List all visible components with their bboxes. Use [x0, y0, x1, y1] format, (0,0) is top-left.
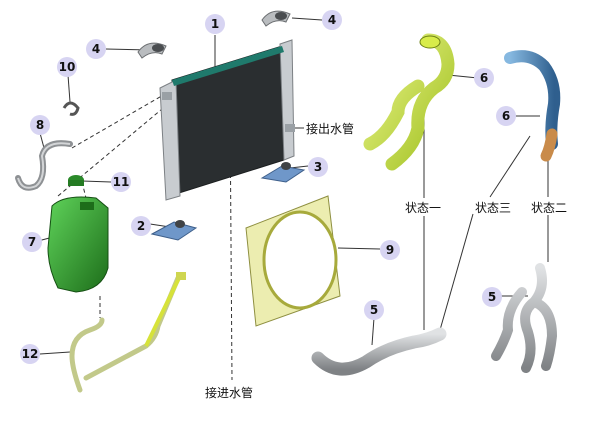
label-outlet-pipe: 接出水管	[306, 122, 355, 136]
leader-state3-bottom	[439, 213, 474, 331]
callout-9: 9	[380, 240, 400, 260]
callout-12: 12	[20, 344, 40, 364]
pipe-5-state1	[311, 327, 447, 376]
leader-10	[67, 74, 71, 103]
hose-12	[69, 272, 186, 393]
callout-11: 11	[111, 172, 131, 192]
callout-8: 8	[30, 115, 50, 135]
callout-2: 2	[131, 216, 151, 236]
radiator	[159, 39, 295, 201]
callout-4b: 4	[322, 10, 342, 30]
callout-7: 7	[22, 232, 42, 252]
callout-5b: 5	[482, 287, 502, 307]
expansion-tank-7	[47, 196, 109, 293]
callout-1: 1	[205, 14, 225, 34]
leader-6a	[447, 74, 479, 79]
bracket-3	[260, 162, 306, 183]
callout-4a: 4	[86, 39, 106, 59]
bracket-2	[150, 220, 198, 241]
leader-5a	[371, 317, 375, 346]
leader-12	[39, 351, 71, 355]
label-inlet-pipe: 接进水管	[205, 386, 254, 400]
callout-10: 10	[57, 57, 77, 77]
hose-6-blue	[504, 50, 561, 162]
callout-5a: 5	[364, 300, 384, 320]
hose-8	[15, 140, 73, 191]
callout-3: 3	[308, 157, 328, 177]
label-state-two: 状态二	[531, 201, 568, 215]
dash-hose8-radiator	[71, 93, 166, 149]
leader-lines	[37, 17, 549, 355]
cap-11	[68, 175, 84, 186]
leader-state3-top	[489, 135, 531, 198]
leader-11	[81, 180, 112, 183]
clip-10	[62, 101, 80, 116]
label-state-three: 状态三	[475, 201, 512, 215]
leader-9	[337, 247, 381, 250]
fan-shroud-9	[245, 195, 341, 327]
callout-6b: 6	[496, 106, 516, 126]
callout-6a: 6	[474, 68, 494, 88]
leader-8	[39, 132, 45, 149]
pipe-5-state2	[491, 263, 558, 373]
mount-bracket-4b	[261, 10, 291, 27]
label-state-one: 状态一	[405, 201, 442, 215]
hose-6-yellow	[363, 33, 455, 171]
mount-bracket-4a	[137, 42, 167, 59]
leader-4b	[291, 17, 323, 21]
